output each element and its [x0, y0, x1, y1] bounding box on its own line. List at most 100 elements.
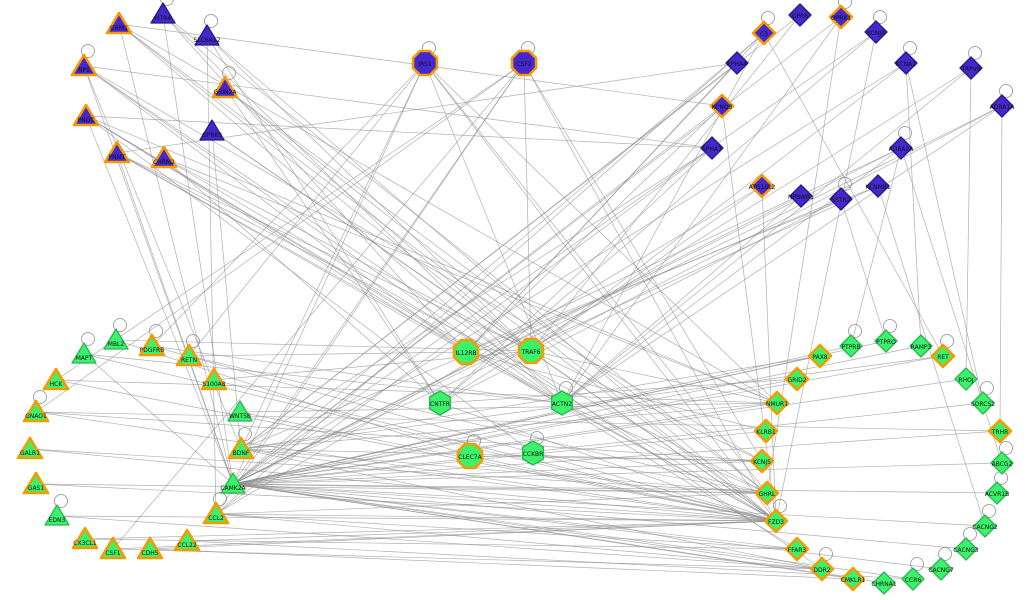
- node-KLRB1[interactable]: KLRB1: [753, 418, 779, 444]
- node-CNTFR[interactable]: CNTFR: [428, 390, 452, 416]
- diamond-shape-ATG16L2[interactable]: [749, 173, 775, 199]
- diamond-shape-NPBWR1[interactable]: [789, 184, 813, 208]
- diamond-shape-KCNJ3[interactable]: [864, 20, 888, 44]
- diamond-shape-OPRK1[interactable]: [828, 4, 854, 30]
- node-HTR4[interactable]: HTR4: [150, 2, 176, 24]
- triangle-shape-WNT5B[interactable]: [227, 400, 253, 422]
- octagon-shape-CSF2[interactable]: [510, 49, 538, 77]
- triangle-shape-CSF1[interactable]: [99, 536, 127, 560]
- triangle-shape-HCK[interactable]: [42, 367, 70, 391]
- node-SORCS2[interactable]: SORCS2: [971, 391, 995, 415]
- diamond-shape-ADRA1A[interactable]: [990, 94, 1014, 118]
- node-IRS1[interactable]: IRS1: [411, 49, 439, 77]
- diamond-shape-CACNG2[interactable]: [973, 514, 997, 538]
- diamond-shape-TRHR[interactable]: [987, 418, 1013, 444]
- triangle-shape-GAS1[interactable]: [22, 471, 50, 495]
- diamond-shape-KCNJ5[interactable]: [749, 448, 775, 474]
- diamond-shape-EPHA4[interactable]: [725, 51, 749, 75]
- node-CSF1[interactable]: CSF1: [99, 536, 127, 560]
- diamond-shape-CACNG7[interactable]: [929, 557, 953, 581]
- triangle-shape-NPS[interactable]: [70, 53, 98, 77]
- diamond-shape-KCNA1[interactable]: [894, 51, 918, 75]
- node-ACTN2[interactable]: ACTN2: [550, 390, 574, 416]
- node-PNOC[interactable]: PNOC: [72, 103, 100, 127]
- diamond-shape-RAMP3[interactable]: [909, 334, 933, 358]
- triangle-shape-GRM1[interactable]: [105, 11, 133, 35]
- diamond-shape-CCR6[interactable]: [901, 567, 925, 591]
- node-KCNJ5[interactable]: KCNJ5: [749, 448, 775, 474]
- diamond-shape-GPR6[interactable]: [788, 3, 812, 27]
- diamond-shape-DDR2[interactable]: [809, 556, 835, 582]
- octagon-shape-TRAF6[interactable]: [517, 337, 545, 365]
- node-CLEC7A[interactable]: CLEC7A: [456, 442, 484, 470]
- node-CACNG3[interactable]: CACNG3: [953, 537, 979, 561]
- diamond-shape-ABCG2[interactable]: [990, 451, 1014, 475]
- diamond-shape-C3[interactable]: [751, 20, 777, 46]
- node-MAPT[interactable]: MAPT: [71, 342, 97, 364]
- node-RAMP3[interactable]: RAMP3: [909, 334, 933, 358]
- triangle-shape-GNAO1[interactable]: [22, 399, 50, 423]
- node-KCNMB1[interactable]: KCNMB1: [865, 174, 891, 198]
- node-CHRM2[interactable]: CHRM2: [150, 145, 178, 169]
- triangle-shape-CHRM2[interactable]: [150, 145, 178, 169]
- diamond-shape-FZD3[interactable]: [763, 508, 789, 534]
- triangle-shape-MBL2[interactable]: [103, 328, 129, 350]
- triangle-shape-CAMK2A[interactable]: [220, 472, 246, 494]
- triangle-shape-RETN[interactable]: [175, 343, 203, 367]
- diamond-shape-CACNG3[interactable]: [954, 537, 978, 561]
- diamond-shape-PTPRB[interactable]: [839, 334, 863, 358]
- triangle-shape-PNMT[interactable]: [103, 140, 131, 164]
- node-EDN3[interactable]: EDN3: [44, 504, 70, 526]
- triangle-shape-SLC6A12[interactable]: [194, 24, 220, 46]
- node-RHOJ[interactable]: RHOJ: [954, 367, 978, 391]
- triangle-shape-GALR1[interactable]: [16, 436, 44, 460]
- node-CMKLR1[interactable]: CMKLR1: [840, 566, 866, 592]
- diamond-shape-SORCS2[interactable]: [971, 391, 995, 415]
- triangle-shape-S100A8[interactable]: [200, 367, 228, 391]
- diamond-shape-ACVR1B[interactable]: [985, 481, 1009, 505]
- diamond-shape-PAX8[interactable]: [807, 343, 833, 369]
- diamond-shape-KCNQ3[interactable]: [709, 93, 735, 119]
- diamond-shape-RHOJ[interactable]: [954, 367, 978, 391]
- octagon-shape-IL12RB2[interactable]: [452, 338, 480, 366]
- node-IL12RB2[interactable]: IL12RB: [452, 338, 480, 366]
- node-CX3CL1[interactable]: CX3CL1: [71, 526, 99, 550]
- triangle-shape-EDN3[interactable]: [44, 504, 70, 526]
- node-GRM1[interactable]: GRM1: [105, 11, 133, 35]
- diamond-shape-NMUR1[interactable]: [764, 390, 790, 416]
- node-WNT5B[interactable]: WNT5B: [227, 400, 253, 422]
- node-PDGFRB[interactable]: PDGFRB: [138, 333, 166, 357]
- node-CCKBR[interactable]: CCKBR: [521, 440, 545, 466]
- octagon-shape-IRS1[interactable]: [411, 49, 439, 77]
- diamond-shape-GHRL[interactable]: [754, 480, 780, 506]
- diamond-shape-KCNMB1[interactable]: [866, 174, 890, 198]
- node-PAX8[interactable]: PAX8: [807, 343, 833, 369]
- node-OPRK1[interactable]: OPRK1: [828, 4, 854, 30]
- node-HCK[interactable]: HCK: [42, 367, 70, 391]
- diamond-shape-RET[interactable]: [930, 343, 956, 369]
- node-GNAO1[interactable]: GNAO1: [22, 399, 50, 423]
- node-C3[interactable]: C3: [751, 20, 777, 46]
- node-MBL2[interactable]: MBL2: [103, 328, 129, 350]
- node-PTPRB[interactable]: PTPRB: [839, 334, 863, 358]
- node-PTPRO[interactable]: PTPRO: [874, 329, 898, 353]
- node-CHRNA1[interactable]: CHRNA1: [871, 571, 897, 595]
- triangle-shape-CCL22[interactable]: [173, 528, 201, 552]
- triangle-shape-CDH5[interactable]: [136, 536, 164, 560]
- node-TRHR[interactable]: TRHR: [987, 418, 1013, 444]
- diamond-shape-SSTR2[interactable]: [829, 187, 853, 211]
- triangle-shape-MAPT[interactable]: [71, 342, 97, 364]
- diamond-shape-CMKLR1[interactable]: [840, 566, 866, 592]
- triangle-shape-GPR83[interactable]: [199, 119, 225, 141]
- diamond-shape-EPHA7[interactable]: [700, 136, 724, 160]
- diamond-shape-PTPRO[interactable]: [874, 329, 898, 353]
- node-ADRA1A[interactable]: ADRA1A: [990, 94, 1016, 118]
- node-NPS[interactable]: NPS: [70, 53, 98, 77]
- diamond-shape-ADRA2A[interactable]: [889, 136, 913, 160]
- node-FZD3[interactable]: FZD3: [763, 508, 789, 534]
- diamond-shape-KLRB1[interactable]: [753, 418, 779, 444]
- triangle-shape-GRIN2A[interactable]: [211, 75, 239, 99]
- node-FFAR3[interactable]: FFAR3: [784, 536, 810, 562]
- triangle-shape-PDGFRB[interactable]: [138, 333, 166, 357]
- triangle-shape-HTR4[interactable]: [150, 2, 176, 24]
